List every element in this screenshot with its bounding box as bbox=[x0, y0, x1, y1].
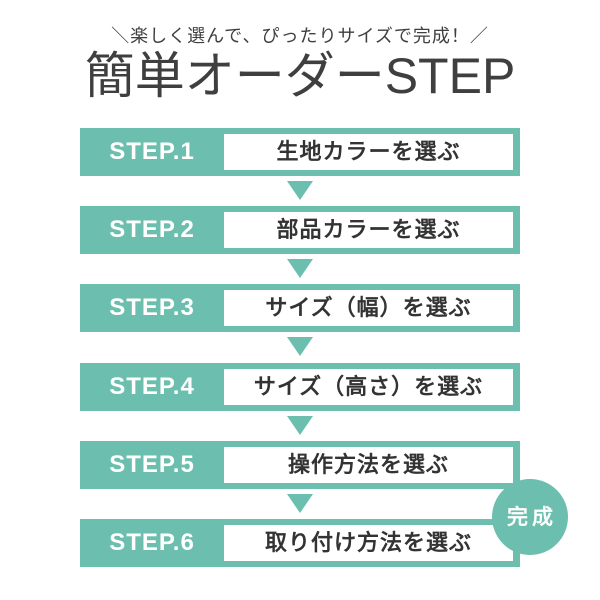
step-row-3: STEP.3 サイズ（幅）を選ぶ bbox=[80, 284, 520, 332]
step-row-5: STEP.5 操作方法を選ぶ bbox=[80, 441, 520, 489]
down-arrow-icon bbox=[287, 337, 313, 356]
step-row-6: STEP.6 取り付け方法を選ぶ bbox=[80, 519, 520, 567]
step-text: 部品カラーを選ぶ bbox=[276, 217, 461, 242]
completion-badge-label: 完成 bbox=[507, 505, 557, 529]
down-arrow-icon bbox=[287, 259, 313, 278]
step-number-label: STEP.3 bbox=[109, 294, 195, 321]
step-text-box: サイズ（高さ）を選ぶ bbox=[224, 369, 513, 405]
step-text-box: 操作方法を選ぶ bbox=[224, 447, 513, 483]
step-text: サイズ（幅）を選ぶ bbox=[265, 295, 472, 320]
step-text-box: 部品カラーを選ぶ bbox=[224, 212, 513, 248]
step-number-label: STEP.1 bbox=[109, 138, 195, 165]
step-text-box: 生地カラーを選ぶ bbox=[224, 134, 513, 170]
step-number-label: STEP.5 bbox=[109, 451, 195, 478]
completion-badge: 完成 bbox=[492, 479, 568, 555]
step-number-label: STEP.4 bbox=[109, 373, 195, 400]
step-text: 操作方法を選ぶ bbox=[287, 452, 449, 477]
step-text: 生地カラーを選ぶ bbox=[276, 139, 461, 164]
step-text-box: 取り付け方法を選ぶ bbox=[224, 525, 513, 561]
down-arrow-icon bbox=[287, 494, 313, 513]
page-title: 簡単オーダーSTEP bbox=[84, 48, 516, 104]
step-row-2: STEP.2 部品カラーを選ぶ bbox=[80, 206, 520, 254]
step-text: 取り付け方法を選ぶ bbox=[264, 530, 472, 555]
step-text-box: サイズ（幅）を選ぶ bbox=[224, 290, 513, 326]
tagline: ＼楽しく選んで、ぴったりサイズで完成！／ bbox=[111, 26, 489, 46]
step-number-label: STEP.6 bbox=[109, 529, 195, 556]
step-row-4: STEP.4 サイズ（高さ）を選ぶ bbox=[80, 363, 520, 411]
step-text: サイズ（高さ）を選ぶ bbox=[253, 374, 484, 399]
down-arrow-icon bbox=[287, 181, 313, 200]
step-row-1: STEP.1 生地カラーを選ぶ bbox=[80, 128, 520, 176]
down-arrow-icon bbox=[287, 416, 313, 435]
step-number-label: STEP.2 bbox=[109, 216, 195, 243]
